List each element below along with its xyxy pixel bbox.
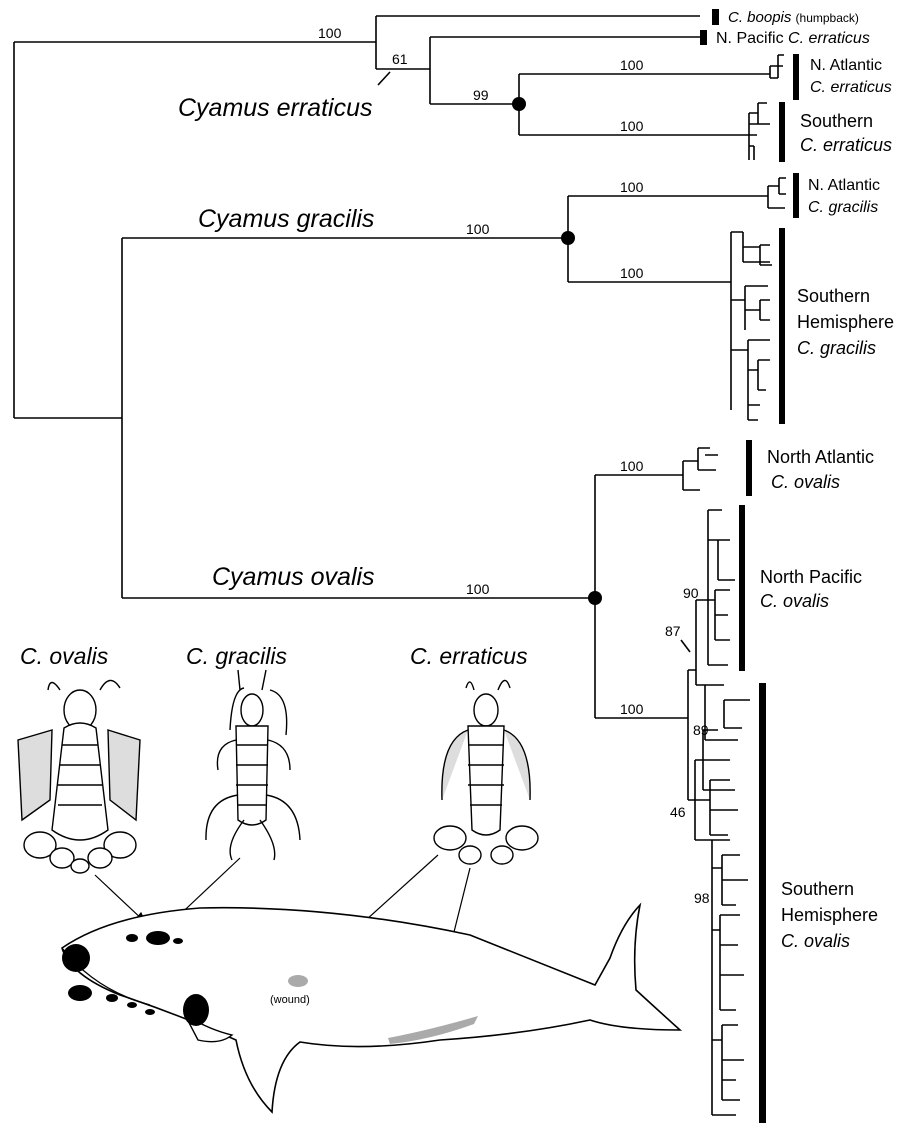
tip-sh-gracilis-2: Hemisphere: [797, 312, 894, 332]
support-s-erraticus: 100: [620, 118, 644, 134]
support-na-ovalis: 100: [620, 458, 644, 474]
support-erraticus-61: 61: [392, 51, 408, 67]
gracilis-node-branch: [122, 238, 568, 598]
erraticus-louse-drawing: [434, 680, 538, 864]
tip-s-erraticus-1: Southern: [800, 111, 873, 131]
ovalis-louse-drawing: [18, 680, 140, 873]
clade-bar-boopis: [712, 9, 719, 25]
clade-bar-na-gracilis: [793, 173, 799, 218]
node-dot-gracilis: [561, 231, 575, 245]
tip-na-erraticus-1: N. Atlantic: [810, 57, 882, 74]
callosity-lip-4: [145, 1009, 155, 1015]
na-ovalis-leaves: [683, 448, 718, 490]
clade-bar-s-erraticus: [779, 102, 785, 162]
tip-sh-gracilis-1: Southern: [797, 286, 870, 306]
clade-bar-np-ovalis: [739, 505, 745, 671]
tip-np-erraticus: N. Pacific C. erraticus: [716, 30, 870, 47]
illustration-titles: C. ovalis C. gracilis C. erraticus: [20, 643, 528, 669]
support-sh-gracilis: 100: [620, 265, 644, 281]
illus-title-ovalis: C. ovalis: [20, 643, 109, 669]
tip-np-ovalis-1: North Pacific: [760, 567, 862, 587]
tip-na-ovalis-1: North Atlantic: [767, 447, 874, 467]
support-46: 46: [670, 804, 686, 820]
tip-boopis: C. boopis (humpback): [728, 9, 859, 26]
na-erraticus-leaves: [770, 55, 784, 78]
label-cyamus-erraticus: Cyamus erraticus: [178, 94, 373, 122]
leader-61: [378, 72, 390, 85]
callosity-lip-2: [106, 994, 118, 1002]
clade-bar-sh-gracilis: [779, 228, 785, 424]
tip-np-ovalis-2: C. ovalis: [760, 591, 829, 611]
callosity-bonnet: [146, 931, 170, 945]
clade-bars: [700, 9, 799, 1123]
tip-na-gracilis-1: N. Atlantic: [808, 177, 880, 194]
callosity-2: [173, 938, 183, 944]
callosity-tip: [62, 944, 90, 972]
support-90: 90: [683, 585, 699, 601]
illus-title-erraticus: C. erraticus: [410, 643, 528, 669]
support-leaders: [378, 72, 690, 652]
support-ovalis-stem: 100: [466, 581, 490, 597]
tip-sh-gracilis-3: C. gracilis: [797, 338, 876, 358]
wound-patch: [288, 975, 308, 987]
tip-sh-ovalis-1: Southern: [781, 879, 854, 899]
support-na-gracilis: 100: [620, 179, 644, 195]
clade-bar-na-ovalis: [746, 440, 752, 496]
erraticus-node-branch: [376, 16, 700, 69]
clade-bar-na-erraticus: [793, 54, 799, 100]
sh-gracilis-leaves: [731, 232, 772, 420]
tip-s-erraticus-2: C. erraticus: [800, 135, 892, 155]
clade-bar-sh-ovalis: [759, 683, 766, 1123]
tip-labels: C. boopis (humpback) N. Pacific C. errat…: [716, 9, 894, 951]
erraticus-99-branch: [519, 74, 770, 135]
sh-ovalis-leaves-c: [695, 840, 748, 1115]
np-ovalis-leaves: [696, 510, 735, 685]
clade-bar-np-erraticus: [700, 30, 707, 45]
whale-eye-patch: [183, 994, 209, 1026]
support-98: 98: [694, 890, 710, 906]
support-na-erraticus: 100: [620, 57, 644, 73]
tip-na-ovalis-2: C. ovalis: [771, 472, 840, 492]
wound-label: (wound): [270, 994, 310, 1006]
callosity-lip-3: [127, 1002, 137, 1008]
support-gracilis-stem: 100: [466, 221, 490, 237]
node-dot-ovalis: [588, 591, 602, 605]
tip-na-gracilis-2: C. gracilis: [808, 199, 878, 216]
gracilis-louse-drawing: [206, 670, 300, 860]
illus-title-gracilis: C. gracilis: [186, 643, 287, 669]
ovalis-split-branch: [595, 475, 688, 718]
right-whale-drawing: (wound): [62, 905, 680, 1112]
support-erraticus-99: 99: [473, 87, 489, 103]
callosity-1: [126, 934, 138, 942]
sh-ovalis-leaves-b: [695, 730, 738, 840]
label-cyamus-gracilis: Cyamus gracilis: [198, 205, 374, 233]
node-dot-erraticus-99: [512, 97, 526, 111]
arrow-ovalis: [95, 875, 145, 922]
callosity-lip: [68, 985, 92, 1001]
support-pacsouth: 100: [620, 701, 644, 717]
support-root-erraticus: 100: [318, 25, 342, 41]
tip-sh-ovalis-2: Hemisphere: [781, 905, 878, 925]
support-87: 87: [665, 623, 681, 639]
leader-87: [681, 640, 690, 652]
tip-sh-ovalis-3: C. ovalis: [781, 931, 850, 951]
label-cyamus-ovalis: Cyamus ovalis: [212, 563, 375, 591]
node-markers: [512, 97, 602, 605]
s-erraticus-leaves: [749, 103, 770, 160]
support-values: 100 61 99 100 100 100 100 100 100 100 10…: [318, 25, 710, 906]
erraticus-61-branch: [430, 37, 700, 104]
tip-na-erraticus-2: C. erraticus: [810, 79, 892, 96]
species-group-labels: Cyamus erraticus Cyamus gracilis Cyamus …: [178, 94, 375, 591]
na-gracilis-leaves: [768, 178, 786, 208]
gracilis-split-branch: [568, 196, 768, 282]
support-89: 89: [693, 722, 709, 738]
